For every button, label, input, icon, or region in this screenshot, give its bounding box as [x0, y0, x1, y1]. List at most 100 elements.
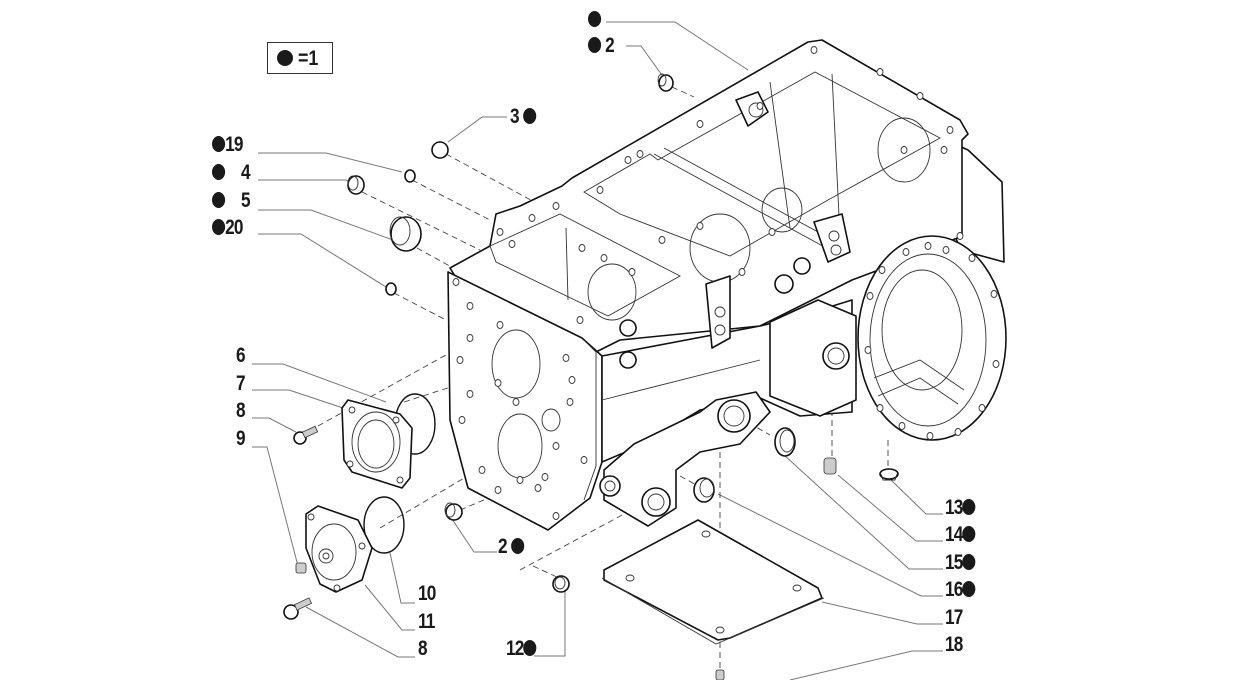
leader-5: [258, 209, 394, 241]
callout-3: 3: [510, 106, 536, 128]
bolt-hole: [541, 473, 549, 481]
bolt-hole: [456, 356, 464, 364]
bolt-hole: [512, 398, 520, 406]
breather-14: [823, 457, 837, 475]
callout-10: 10: [418, 582, 436, 605]
bolt-hole: [568, 376, 576, 384]
bolt-hole: [878, 266, 886, 274]
plug-16: [693, 477, 715, 503]
bolt-hole: [508, 240, 516, 248]
o-ring-10: [363, 496, 405, 554]
callout-19: 19: [212, 134, 243, 156]
callout-1: [588, 9, 602, 31]
bolt-hole: [552, 202, 560, 210]
callout-2-bottom: 2: [498, 536, 524, 558]
leader-8b: [305, 606, 415, 658]
callout-dot-icon: [962, 581, 976, 597]
callout-4: 4: [212, 162, 251, 184]
legend-text: =1: [298, 47, 319, 70]
callout-2-top: 2: [588, 35, 615, 57]
leader-15: [783, 454, 943, 570]
bolt-hole: [596, 186, 604, 194]
callout-dot-icon: [588, 37, 602, 53]
dowel-pin-2-top: [657, 73, 674, 92]
callout-dot-icon: [522, 108, 536, 124]
leader-17: [821, 601, 943, 625]
leader-20: [258, 233, 387, 288]
bolt-hole: [478, 466, 486, 474]
bolt-hole: [466, 302, 474, 310]
set-screw-9: [295, 562, 307, 574]
bolt-hole: [876, 404, 884, 412]
leader-2a: [626, 45, 665, 79]
bolt-hole: [600, 254, 608, 262]
bolt-hole: [624, 156, 632, 164]
bolt-8-bottom: [283, 597, 313, 620]
bolt-hole: [942, 246, 950, 254]
bolt-hole: [968, 254, 976, 262]
screw-18: [715, 669, 725, 680]
callout-15: 15: [945, 552, 976, 574]
bolt-hole: [696, 222, 704, 230]
bolt-hole: [496, 321, 504, 329]
callout-20: 20: [212, 217, 243, 239]
leader-14: [837, 474, 943, 542]
bolt-hole: [978, 404, 986, 412]
plug-5: [389, 216, 422, 252]
bolt-hole: [552, 512, 560, 520]
bolt-hole: [876, 68, 884, 76]
housing-bolt-holes: [452, 46, 1000, 520]
bolt-hole: [916, 92, 924, 100]
callout-dot-icon: [523, 640, 537, 656]
leader-6: [252, 363, 387, 403]
leader-4: [258, 179, 353, 184]
leader-3: [447, 116, 507, 143]
bolt-hole: [992, 360, 1000, 368]
bottom-cover-plate-17: [601, 519, 825, 645]
legend-dot-icon: [277, 50, 293, 66]
bolt-hole: [902, 248, 910, 256]
bolt-hole: [900, 146, 908, 154]
leader-1: [606, 21, 749, 71]
plug-13: [879, 468, 899, 481]
leader-9: [252, 446, 299, 567]
bolt-hole: [866, 292, 874, 300]
leader-11: [364, 584, 415, 631]
callout-9: 9: [236, 427, 246, 450]
callout-7: 7: [236, 372, 246, 395]
bolt-hole: [864, 346, 872, 354]
callout-12: 12: [506, 638, 537, 660]
leader-10: [389, 552, 415, 604]
plug-12: [552, 575, 570, 593]
callout-dot-icon: [212, 219, 226, 235]
bolt-hole: [628, 268, 636, 276]
bolt-8-top: [293, 425, 319, 445]
bolt-hole: [562, 354, 570, 362]
bolt-hole: [452, 278, 460, 286]
bolt-hole: [466, 390, 474, 398]
bolt-hole: [956, 232, 964, 240]
legend-box: =1: [267, 42, 333, 74]
bolt-hole: [534, 484, 542, 492]
bolt-hole: [756, 102, 764, 110]
flange-cover-7: [341, 399, 413, 489]
leader-19: [258, 152, 403, 173]
bolt-hole: [810, 46, 818, 54]
plug-20: [385, 282, 397, 296]
leader-13: [889, 478, 943, 515]
callout-8-top: 8: [236, 399, 246, 422]
bolt-hole: [954, 428, 962, 436]
callout-dot-icon: [212, 192, 226, 208]
leader-12: [534, 591, 566, 657]
bolt-hole: [576, 316, 584, 324]
bolt-hole: [516, 476, 524, 484]
bolt-hole: [578, 244, 586, 252]
bolt-hole: [494, 379, 502, 387]
bolt-hole: [466, 334, 474, 342]
bolt-hole: [552, 442, 560, 450]
bolt-hole: [458, 416, 466, 424]
bolt-hole: [496, 228, 504, 236]
bolt-hole: [528, 214, 536, 222]
